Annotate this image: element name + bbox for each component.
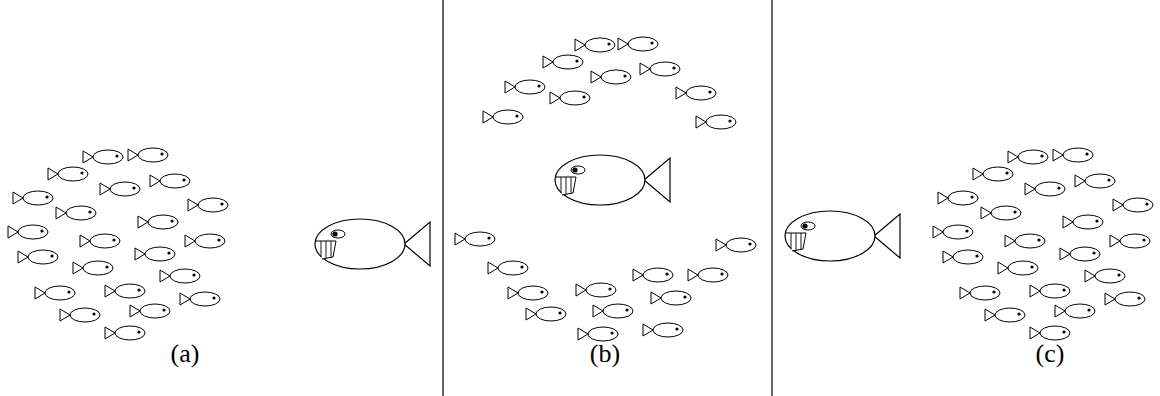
small-fish bbox=[578, 327, 618, 341]
small-fish bbox=[73, 261, 113, 275]
small-fish bbox=[35, 286, 75, 300]
small-fish bbox=[100, 182, 140, 196]
small-fish bbox=[1110, 234, 1150, 248]
small-fish bbox=[80, 234, 120, 248]
small-fish bbox=[105, 326, 145, 340]
panel-label: (b) bbox=[590, 340, 620, 369]
small-fish bbox=[188, 198, 228, 212]
small-fish bbox=[8, 225, 48, 239]
small-fish bbox=[688, 268, 728, 282]
small-fish bbox=[1085, 269, 1125, 283]
small-fish bbox=[160, 269, 200, 283]
predator-fish bbox=[785, 211, 900, 261]
small-fish bbox=[48, 167, 88, 181]
panel-label: (a) bbox=[171, 340, 200, 369]
small-fish bbox=[185, 234, 225, 248]
small-fish bbox=[575, 38, 615, 52]
small-fish bbox=[180, 292, 220, 306]
small-fish bbox=[696, 115, 736, 129]
small-fish bbox=[985, 308, 1025, 322]
panel-divider bbox=[771, 0, 772, 396]
small-fish bbox=[633, 268, 673, 282]
small-fish bbox=[13, 191, 53, 205]
small-fish bbox=[1113, 198, 1153, 212]
small-fish bbox=[618, 37, 658, 51]
small-fish bbox=[676, 86, 716, 100]
small-fish bbox=[550, 91, 590, 105]
small-fish bbox=[56, 206, 96, 220]
small-fish bbox=[130, 304, 170, 318]
small-fish bbox=[643, 323, 683, 337]
small-fish bbox=[1063, 215, 1103, 229]
small-fish bbox=[1005, 234, 1045, 248]
small-fish bbox=[591, 70, 631, 84]
small-fish bbox=[1030, 326, 1070, 340]
small-fish bbox=[138, 215, 178, 229]
small-fish bbox=[981, 206, 1021, 220]
small-fish bbox=[576, 283, 616, 297]
panel-divider bbox=[442, 0, 443, 396]
small-fish bbox=[960, 286, 1000, 300]
small-fish bbox=[1008, 150, 1048, 164]
predator-fish bbox=[315, 219, 430, 269]
small-fish bbox=[943, 250, 983, 264]
small-fish bbox=[593, 304, 633, 318]
small-fish bbox=[60, 308, 100, 322]
small-fish bbox=[1025, 182, 1065, 196]
small-fish bbox=[1075, 174, 1115, 188]
panel-label: (c) bbox=[1036, 340, 1065, 369]
small-fish bbox=[128, 148, 168, 162]
small-fish bbox=[933, 225, 973, 239]
small-fish bbox=[508, 286, 548, 300]
small-fish bbox=[1030, 284, 1070, 298]
small-fish bbox=[488, 261, 528, 275]
small-fish bbox=[135, 247, 175, 261]
small-fish bbox=[18, 250, 58, 264]
small-fish bbox=[105, 284, 145, 298]
small-fish bbox=[1060, 247, 1100, 261]
small-fish bbox=[543, 55, 583, 69]
small-fish bbox=[455, 232, 495, 246]
small-fish bbox=[1105, 292, 1145, 306]
small-fish bbox=[150, 174, 190, 188]
fish-school bbox=[8, 148, 228, 340]
small-fish bbox=[1053, 148, 1093, 162]
predator-fish bbox=[555, 155, 670, 205]
fish-school bbox=[455, 37, 756, 341]
small-fish bbox=[505, 80, 545, 94]
small-fish bbox=[83, 150, 123, 164]
small-fish bbox=[1055, 304, 1095, 318]
small-fish bbox=[716, 238, 756, 252]
small-fish bbox=[526, 307, 566, 321]
fish-school bbox=[933, 148, 1153, 340]
small-fish bbox=[640, 62, 680, 76]
small-fish bbox=[973, 167, 1013, 181]
small-fish bbox=[998, 261, 1038, 275]
small-fish bbox=[483, 110, 523, 124]
small-fish bbox=[938, 191, 978, 205]
small-fish bbox=[651, 291, 691, 305]
